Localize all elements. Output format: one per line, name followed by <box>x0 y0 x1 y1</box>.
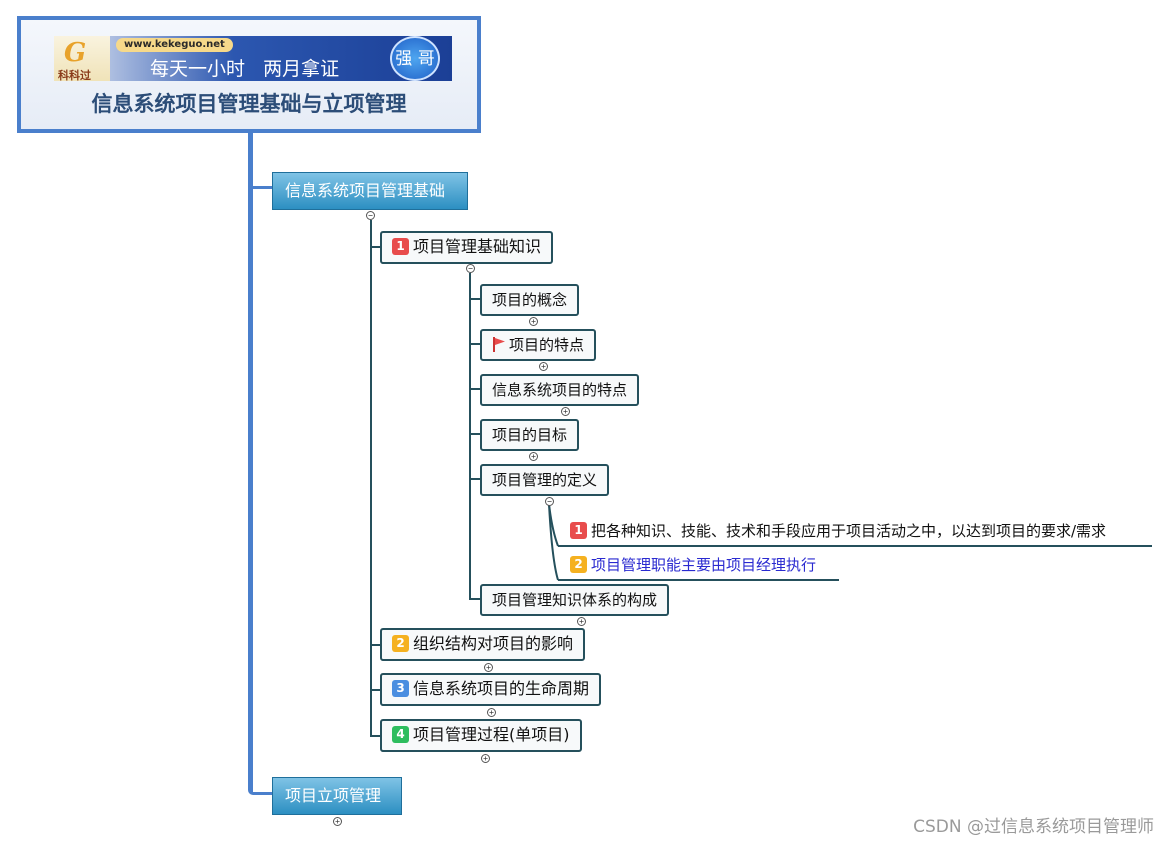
expand-toggle[interactable]: + <box>539 362 548 371</box>
topic-label: 把各种知识、技能、技术和手段应用于项目活动之中，以达到项目的要求/需求 <box>591 522 1106 540</box>
logo-text: 科科过 <box>58 67 91 81</box>
priority-3-icon: 3 <box>392 680 409 697</box>
level3-connector-6 <box>469 598 480 600</box>
priority-2-icon: 2 <box>570 556 587 573</box>
expand-toggle[interactable]: + <box>529 452 538 461</box>
watermark: CSDN @过信息系统项目管理师 <box>913 812 1154 837</box>
topic-label: 项目管理过程(单项目) <box>413 725 570 744</box>
priority-1-icon: 1 <box>392 238 409 255</box>
branch-project-initiation[interactable]: 项目立项管理 <box>272 777 402 815</box>
branch-label: 信息系统项目管理基础 <box>285 181 445 200</box>
priority-4-icon: 4 <box>392 726 409 743</box>
level2-connector-1 <box>370 246 380 248</box>
expand-toggle[interactable]: + <box>577 617 586 626</box>
topic-is-project-characteristics[interactable]: 信息系统项目的特点 <box>480 374 639 406</box>
level2-connector-2 <box>370 644 380 646</box>
topic-project-characteristics[interactable]: 项目的特点 <box>480 329 596 361</box>
level3-connector-4 <box>469 433 480 435</box>
topic-label: 项目管理职能主要由项目经理执行 <box>591 556 816 574</box>
expand-toggle[interactable]: + <box>529 317 538 326</box>
collapse-toggle[interactable]: − <box>466 264 475 273</box>
topic-pm-body-of-knowledge[interactable]: 项目管理知识体系的构成 <box>480 584 669 616</box>
topic-label: 项目管理的定义 <box>492 471 597 489</box>
priority-2-icon: 2 <box>392 635 409 652</box>
topic-label: 项目的概念 <box>492 291 567 309</box>
root-trunk-line <box>248 133 253 795</box>
banner-url: www.kekeguo.net <box>116 38 233 52</box>
priority-1-icon: 1 <box>570 522 587 539</box>
level3-connector-1 <box>469 298 480 300</box>
collapse-toggle[interactable]: − <box>366 211 375 220</box>
level2-trunk-line <box>370 220 372 736</box>
topic-project-concept[interactable]: 项目的概念 <box>480 284 579 316</box>
collapse-toggle[interactable]: − <box>545 497 554 506</box>
logo-mark-icon: G <box>64 38 86 68</box>
red-flag-icon <box>492 337 505 352</box>
expand-toggle[interactable]: + <box>333 817 342 826</box>
topic-label: 项目的目标 <box>492 426 567 444</box>
topic-label: 项目管理知识体系的构成 <box>492 591 657 609</box>
branch-1-connector <box>253 186 272 189</box>
topic-label: 信息系统项目的特点 <box>492 381 627 399</box>
level3-connector-3 <box>469 388 480 390</box>
expand-toggle[interactable]: + <box>561 407 570 416</box>
banner-slogan: 每天一小时 两月拿证 <box>150 54 339 81</box>
root-title: 信息系统项目管理基础与立项管理 <box>21 88 477 118</box>
banner-image: G 科科过 www.kekeguo.net 每天一小时 两月拿证 强 哥 <box>54 36 452 81</box>
topic-label: 项目管理基础知识 <box>413 237 541 256</box>
level3-connector-2 <box>469 343 480 345</box>
level2-connector-3 <box>370 689 380 691</box>
level3-connector-5 <box>469 478 480 480</box>
logo: G 科科过 <box>54 36 110 81</box>
expand-toggle[interactable]: + <box>487 708 496 717</box>
topic-label: 组织结构对项目的影响 <box>413 634 573 653</box>
banner-badge: 强 哥 <box>390 36 440 81</box>
topic-label: 项目的特点 <box>509 336 584 354</box>
branch-project-management-basics[interactable]: 信息系统项目管理基础 <box>272 172 468 210</box>
topic-project-goals[interactable]: 项目的目标 <box>480 419 579 451</box>
expand-toggle[interactable]: + <box>484 663 493 672</box>
level3-trunk-line <box>469 273 471 600</box>
root-topic[interactable]: G 科科过 www.kekeguo.net 每天一小时 两月拿证 强 哥 信息系… <box>17 16 481 133</box>
branch-2-connector <box>253 792 272 795</box>
topic-label: 信息系统项目的生命周期 <box>413 679 589 698</box>
topic-pm-definition[interactable]: 项目管理的定义 <box>480 464 609 496</box>
level2-connector-4 <box>370 735 380 737</box>
branch-label: 项目立项管理 <box>285 786 381 805</box>
expand-toggle[interactable]: + <box>481 754 490 763</box>
